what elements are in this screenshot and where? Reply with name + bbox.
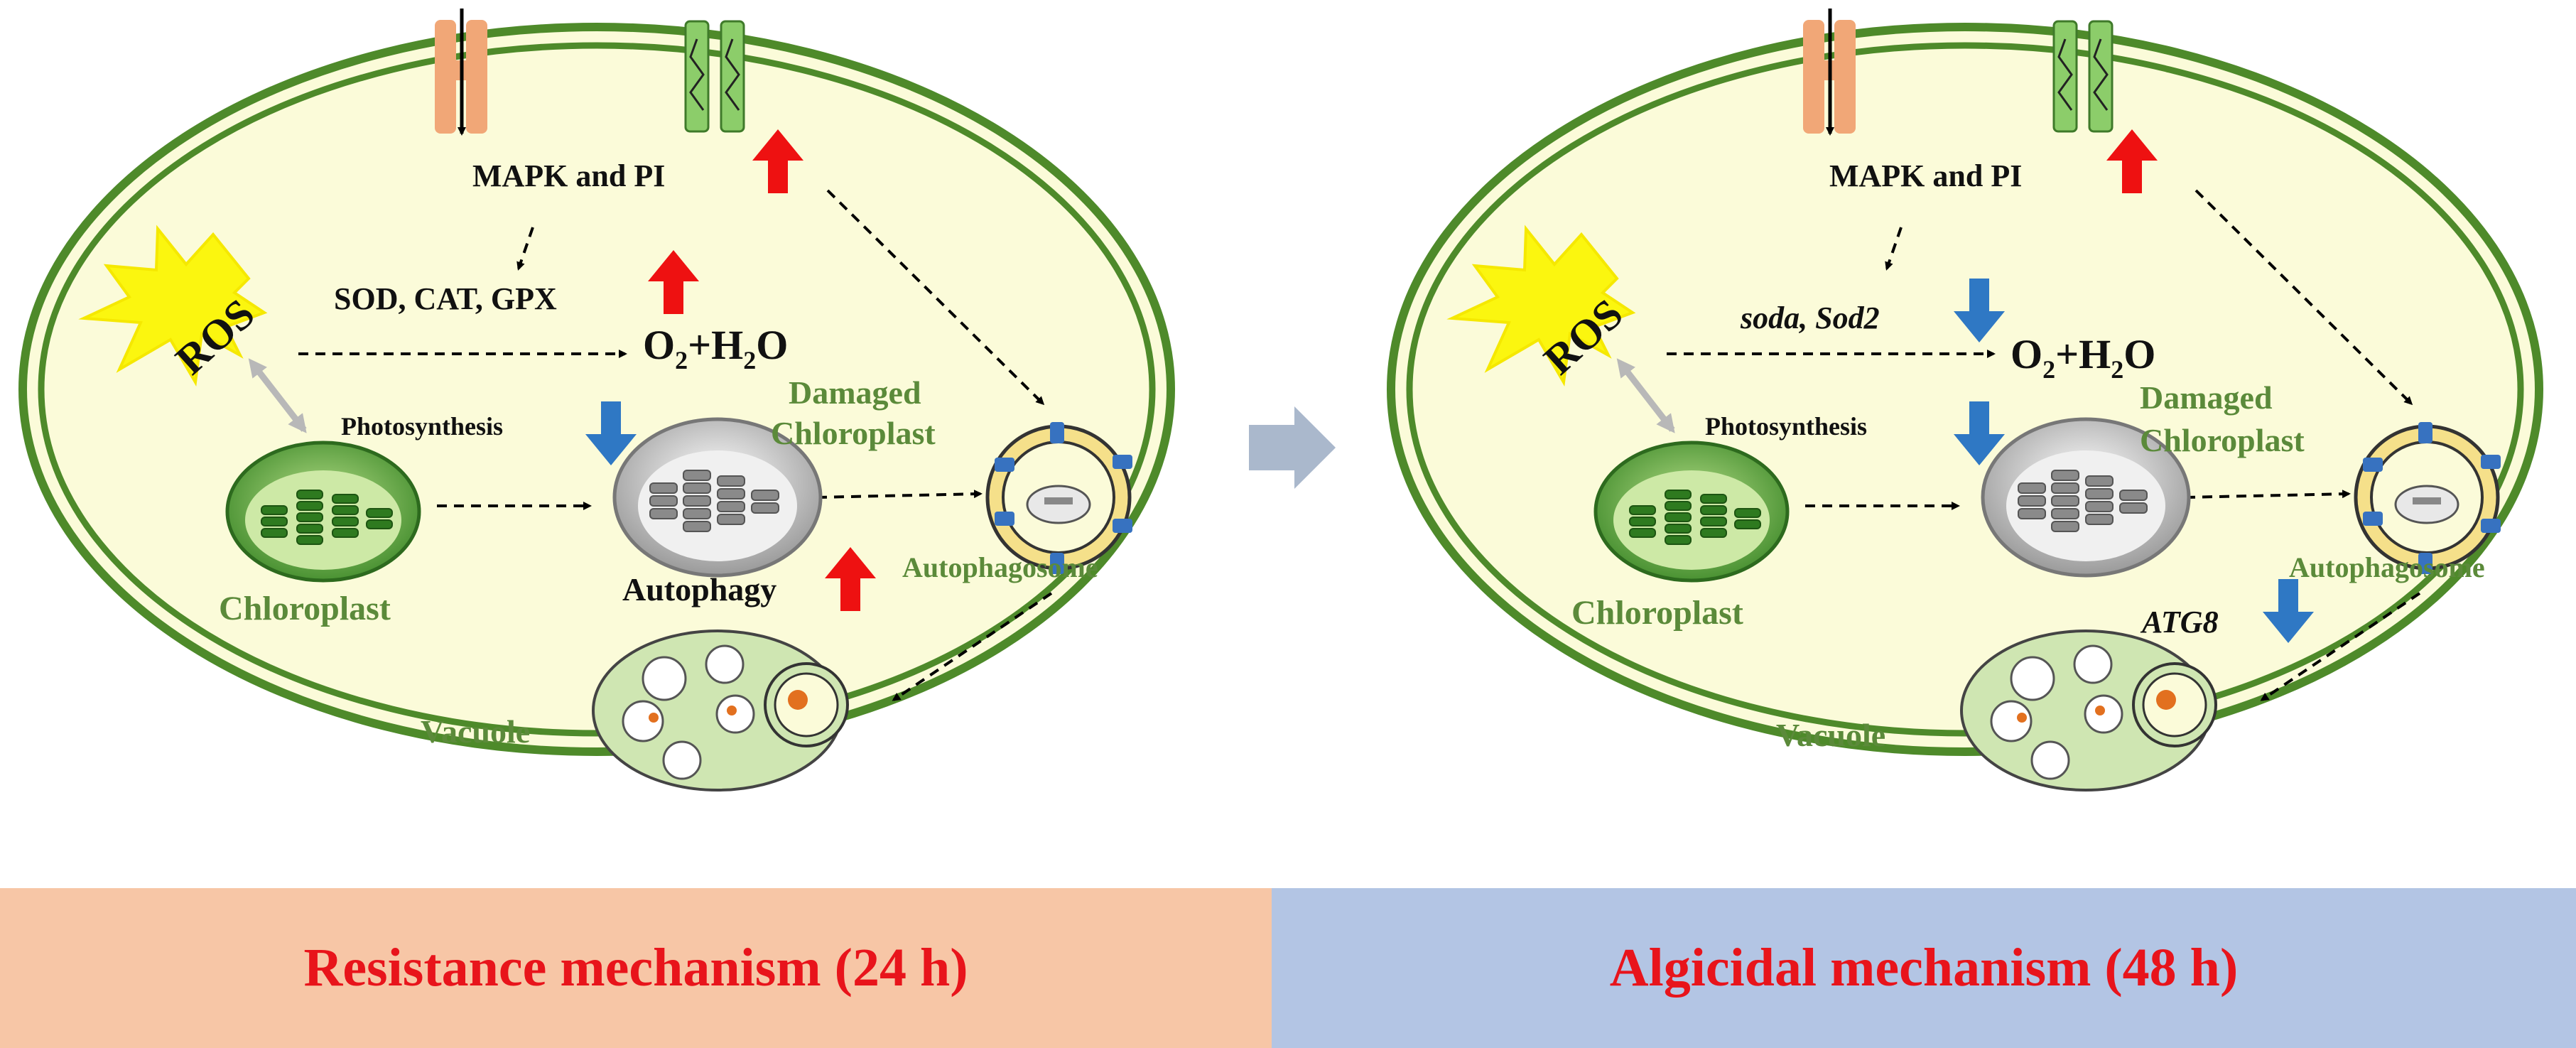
left-membrane-signal-label: MAPK and PI (472, 158, 665, 193)
algicidal-mechanism-bar: Algicidal mechanism (48 h) (1272, 888, 2576, 1048)
algicidal-mechanism-label: Algicidal mechanism (48 h) (1609, 938, 2239, 998)
right-autophagosome-label: Autophagosome (2289, 551, 2485, 583)
right-membrane-signal-label: MAPK and PI (1829, 158, 2022, 193)
left-chloroplast-label: Chloroplast (219, 590, 391, 627)
left-autophagy-label: Autophagy (622, 571, 776, 607)
transition-arrow-icon (1249, 406, 1336, 489)
left-antioxidant-label: SOD, CAT, GPX (334, 281, 557, 316)
right-antioxidant-label: soda, Sod2 (1740, 301, 1880, 335)
right-vacuole-label: Vacuole (1776, 717, 1885, 753)
right-product-label: O2+H2O (2011, 331, 2155, 384)
right-panel (1391, 9, 2539, 790)
resistance-mechanism-bar: Resistance mechanism (24 h) (0, 888, 1272, 1048)
right-atg8-label: ATG8 (2140, 605, 2219, 639)
right-chloroplast-label: Chloroplast (1571, 594, 1743, 632)
left-vacuole-label: Vacuole (421, 713, 530, 750)
left-damaged-chloroplast-label: Chloroplast (771, 415, 936, 451)
left-damaged-label: Damaged (789, 374, 921, 411)
left-photosynthesis-label: Photosynthesis (341, 412, 503, 441)
left-panel (23, 9, 1171, 790)
right-photosynthesis-label: Photosynthesis (1705, 412, 1867, 441)
resistance-mechanism-label: Resistance mechanism (24 h) (303, 938, 968, 998)
left-product-label: O2+H2O (643, 322, 788, 374)
left-autophagosome-label: Autophagosome (902, 551, 1098, 583)
right-damaged-label: Damaged (2140, 379, 2273, 416)
right-damaged-chloroplast-label: Chloroplast (2140, 422, 2305, 458)
